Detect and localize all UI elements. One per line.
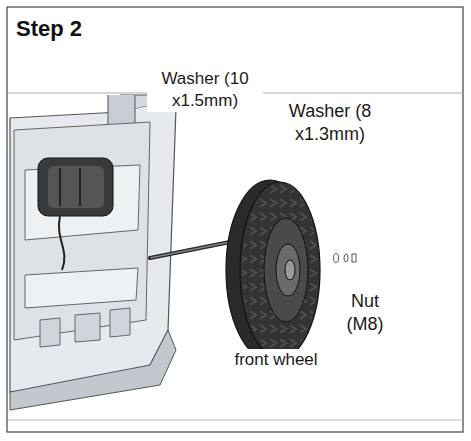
step-frame bbox=[7, 7, 463, 432]
step-title: Step 2 bbox=[16, 16, 82, 42]
nut-label: Nut (M8) bbox=[338, 290, 392, 337]
washer-label: Washer (8 x1.3mm) bbox=[276, 100, 384, 147]
divider-line bbox=[7, 420, 463, 421]
car-body bbox=[10, 95, 176, 410]
front-wheel bbox=[226, 180, 320, 360]
motor bbox=[38, 158, 113, 270]
wheel-label: front wheel bbox=[204, 349, 348, 371]
washer-and-nut bbox=[334, 254, 357, 263]
washer-label: Washer (10 x1.5mm) bbox=[147, 68, 263, 112]
